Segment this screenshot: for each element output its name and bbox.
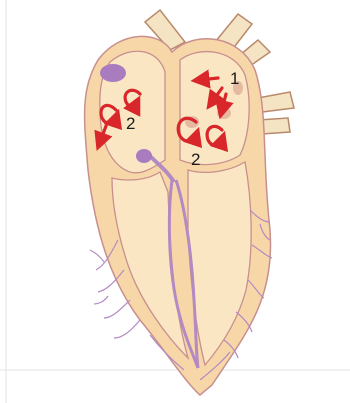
- vessel-right-upper: [258, 92, 294, 112]
- right-atrium-step-2-label: 2: [191, 150, 200, 169]
- straight-arrow-icon: [200, 78, 218, 80]
- atrioventricular-node: [136, 149, 152, 163]
- left-atrium-step-label: 2: [126, 114, 135, 133]
- atrial-nodule: [217, 107, 231, 119]
- sinoatrial-node: [100, 64, 126, 82]
- right-atrium-step-1-label: 1: [230, 69, 239, 88]
